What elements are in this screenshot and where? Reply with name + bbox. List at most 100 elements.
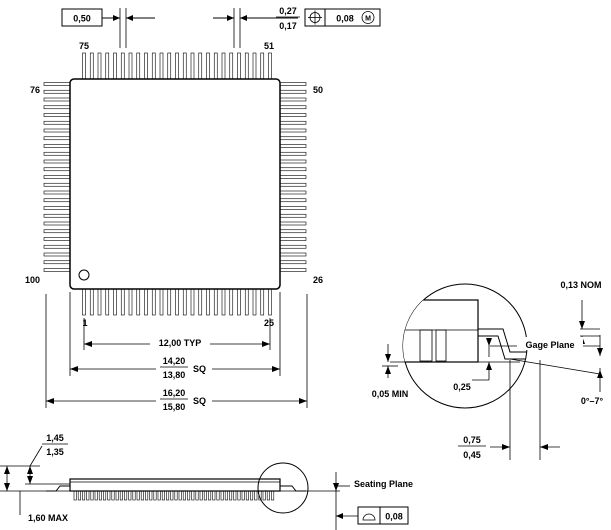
dim-typ-label: 12,00 TYP — [159, 338, 202, 348]
detail-circle-marker — [257, 462, 309, 514]
lead-bottom — [113, 287, 117, 316]
lead-right — [278, 89, 307, 94]
lead-left — [43, 182, 72, 187]
lead-right — [278, 260, 307, 265]
lead-bottom — [120, 287, 125, 316]
lead-left — [43, 105, 72, 110]
lead-left — [43, 190, 72, 195]
pin-label-100: 100 — [25, 275, 40, 285]
standoff-max: 1,45 — [46, 433, 64, 443]
package-body — [69, 78, 281, 290]
pin-label-50: 50 — [313, 85, 323, 95]
position-tolerance-value: 0,08 — [336, 14, 354, 24]
dim-body-min: 13,80 — [163, 370, 186, 380]
lead-bottom — [213, 287, 218, 316]
lead-top — [136, 52, 141, 81]
pin-label-26: 26 — [313, 275, 323, 285]
side-lead — [178, 490, 182, 501]
dim-overall-min: 15,80 — [163, 402, 186, 412]
lead-left — [43, 244, 72, 249]
lead-right — [278, 120, 307, 125]
lead-left — [43, 120, 72, 125]
lead-right — [278, 213, 307, 218]
lead-bottom — [206, 287, 210, 316]
side-lead — [216, 490, 220, 501]
side-lead — [136, 490, 140, 501]
lead-top — [198, 52, 203, 81]
lead-left — [43, 229, 72, 234]
dim-overall-sq: 16,20 15,80 SQ — [45, 294, 308, 413]
lead-bottom — [182, 287, 187, 316]
lead-top — [229, 52, 234, 81]
lead-right — [278, 252, 307, 257]
position-tolerance-frame — [304, 8, 381, 27]
lead-right — [278, 113, 307, 117]
lead-bottom — [136, 287, 141, 316]
seating-plane-label: Seating Plane — [354, 479, 413, 489]
lead-bottom — [229, 287, 234, 316]
lead-top — [113, 52, 117, 81]
side-lead — [153, 490, 157, 501]
lead-left — [43, 237, 72, 241]
pin-label-1: 1 — [82, 318, 87, 328]
side-lead — [103, 490, 107, 501]
side-lead — [170, 490, 174, 501]
lead-bottom — [105, 287, 110, 316]
lead-top — [260, 52, 265, 81]
lead-top — [213, 52, 218, 81]
side-lead — [86, 490, 90, 501]
gage-plane-label: Gage Plane — [525, 340, 574, 350]
lead-left — [43, 206, 72, 210]
side-lead — [107, 490, 111, 501]
lead-bottom — [144, 287, 148, 316]
lead-right — [278, 167, 307, 172]
lead-left — [43, 268, 72, 272]
foot-length-max: 0,75 — [463, 435, 481, 445]
lead-left — [43, 260, 72, 265]
lead-right — [278, 151, 307, 156]
pin-label-75: 75 — [79, 41, 89, 51]
detail-view: 0,13 NOM Gage Plane 0°–7° 0,25 0,05 MIN … — [372, 280, 604, 460]
lead-left — [43, 113, 72, 117]
lead-top — [97, 52, 102, 81]
mmc-modifier-icon — [361, 11, 375, 24]
side-lead — [128, 490, 132, 501]
side-lead — [237, 490, 241, 501]
lead-bottom — [190, 287, 195, 316]
lead-top — [206, 52, 210, 81]
pin-label-51: 51 — [264, 41, 274, 51]
lead-right — [278, 175, 307, 179]
side-lead — [199, 490, 203, 501]
lead-top — [144, 52, 148, 81]
lead-right — [278, 221, 307, 226]
side-lead — [111, 490, 115, 501]
detail-lead-thickness: 0,13 NOM — [560, 280, 601, 290]
lead-bottom — [89, 287, 94, 316]
mmc-modifier-label: M — [365, 16, 371, 23]
dim-body-max: 14,20 — [163, 356, 186, 366]
side-lead — [191, 490, 195, 501]
dim-body-sq-label: SQ — [193, 364, 206, 374]
lead-right — [278, 82, 307, 86]
lead-top — [128, 52, 133, 81]
pitch-label: 0,50 — [73, 14, 91, 24]
side-lead — [145, 490, 149, 501]
foot-length-min: 0,45 — [463, 450, 481, 460]
lead-right — [278, 128, 307, 133]
side-lead — [98, 490, 102, 501]
lead-right — [278, 229, 307, 234]
pin-label-25: 25 — [264, 318, 274, 328]
lead-bottom — [128, 287, 133, 316]
lead-right — [278, 144, 307, 148]
side-lead — [182, 490, 186, 501]
side-lead — [94, 490, 98, 501]
dim-typ: 12,00 TYP — [83, 318, 271, 350]
lead-left — [43, 151, 72, 156]
side-lead — [224, 490, 228, 501]
side-lead — [90, 490, 94, 501]
angle-label: 0°–7° — [581, 396, 604, 406]
lead-left — [43, 89, 72, 94]
side-lead — [82, 490, 86, 501]
lead-width-callout: 0,27 0,17 0,08 M — [213, 6, 381, 48]
